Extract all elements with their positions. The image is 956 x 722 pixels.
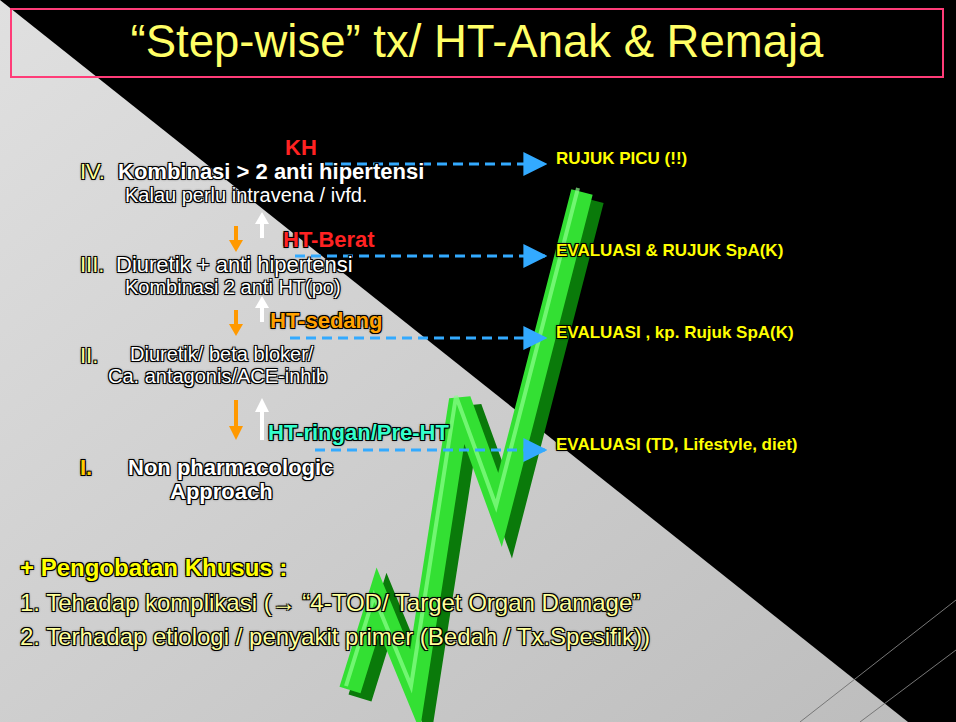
level-name: HT-sedang (270, 309, 382, 333)
step-text: Diuretik + anti hipertensi (116, 253, 353, 277)
title-frame: “Step-wise” tx/ HT-Anak & Remaja (10, 8, 944, 78)
slide-title: “Step-wise” tx/ HT-Anak & Remaja (12, 16, 942, 68)
step-text: Kombinasi 2 anti HT(po) (125, 276, 341, 298)
faint-line (800, 600, 956, 722)
step-number: IV. (80, 160, 105, 184)
dashed-arrow (290, 164, 545, 450)
action-note: EVALUASI (TD, Lifestyle, diet) (556, 436, 798, 455)
level-name: HT-Berat (283, 228, 375, 252)
faint-line (860, 650, 956, 722)
note-line: 1. Tehadap komplikasi (→ “4-TOD/ Target … (20, 590, 640, 616)
step-text: Non pharmacologic (128, 456, 333, 480)
step-text: Kombinasi > 2 anti hipertensi (118, 160, 424, 184)
action-note: EVALUASI , kp. Rujuk SpA(K) (556, 324, 794, 343)
step-number: I. (80, 456, 92, 480)
level-name: HT-ringan/Pre-HT (268, 421, 449, 445)
grey-triangle (0, 0, 908, 722)
action-note: RUJUK PICU (!!) (556, 150, 687, 169)
action-note: EVALUASI & RUJUK SpA(K) (556, 242, 783, 261)
step-text: Approach (170, 480, 273, 504)
level-name: KH (285, 136, 317, 160)
level-arrows (229, 212, 269, 440)
step-text: Ca. antagonis/ACE-inhib (108, 365, 327, 387)
note-line: 2. Terhadap etiologi / penyakit primer (… (20, 624, 650, 650)
step-text: Kalau perlu intravena / ivfd. (125, 184, 367, 206)
step-text: Diuretik/ beta bloker/ (130, 343, 313, 365)
step-number: III. (80, 253, 104, 277)
step-number: II. (80, 344, 98, 368)
section-heading: + Pengobatan Khusus : (20, 555, 287, 581)
